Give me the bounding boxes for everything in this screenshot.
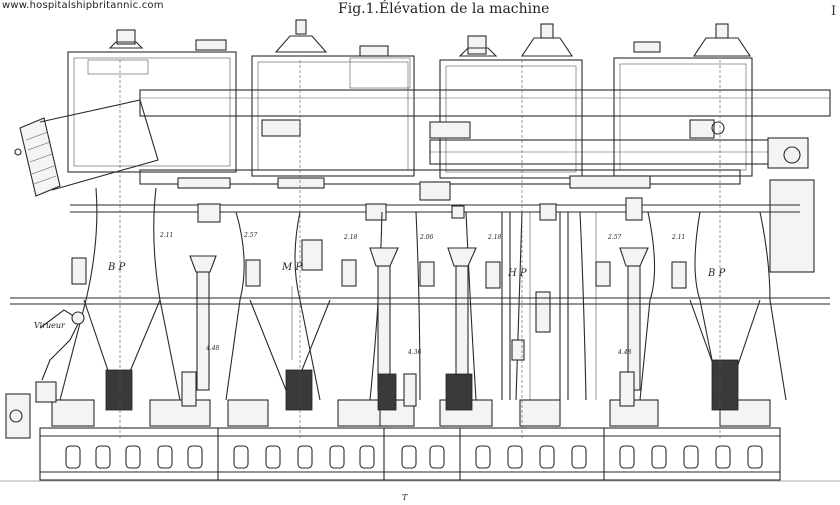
cylinder-tops — [108, 19, 752, 57]
label-bottom-mark: T — [402, 493, 408, 502]
label-bp-right: B P — [707, 268, 726, 279]
guide-bar — [10, 297, 830, 305]
dimension-label: 2.11 — [159, 232, 173, 239]
watermark-text: www.hospitalshipbritannic.com — [2, 0, 164, 11]
center-lines — [119, 60, 721, 440]
steam-inlet-nozzle — [14, 99, 159, 197]
dimension-label: 2.57 — [243, 232, 258, 239]
dimension-label: 2.18 — [343, 234, 358, 241]
cylinder-dome — [274, 19, 389, 57]
dimension-label: 4.48 — [205, 345, 220, 352]
bedplate-ports — [65, 445, 763, 469]
label-mp: M P — [281, 262, 302, 273]
label-virueur: Virueur — [34, 321, 66, 330]
bedplate — [0, 427, 840, 482]
dimension-label: 4.36 — [407, 349, 422, 356]
corner-mark: I — [831, 4, 837, 19]
dimension-label: 2.06 — [419, 234, 434, 241]
steam-pipes — [70, 89, 831, 273]
connecting-rods — [189, 239, 649, 391]
dimension-label: 4.48 — [617, 349, 632, 356]
valve-flanges — [197, 197, 643, 223]
dimension-label: 2.57 — [607, 234, 622, 241]
cylinder-dome — [633, 23, 752, 57]
dimension-label: 2.18 — [487, 234, 502, 241]
column-frames — [59, 187, 787, 402]
label-bp-left: B P — [107, 262, 126, 273]
cylinder-dome — [108, 29, 227, 51]
crankshaft-bearings — [51, 359, 771, 427]
drawing-labels: B P M P H P B P Virueur T 2.11 2.57 2.18… — [34, 232, 726, 502]
cylinder-blocks — [67, 51, 753, 179]
label-hp: H P — [507, 268, 527, 279]
figure-title: Fig.1.Élévation de la machine — [338, 1, 550, 17]
turning-gear — [5, 309, 85, 439]
dimension-label: 2.11 — [671, 234, 685, 241]
detail-boxes — [71, 257, 687, 289]
valve-gear-rods — [501, 212, 597, 400]
cylinder-dome — [458, 23, 574, 57]
